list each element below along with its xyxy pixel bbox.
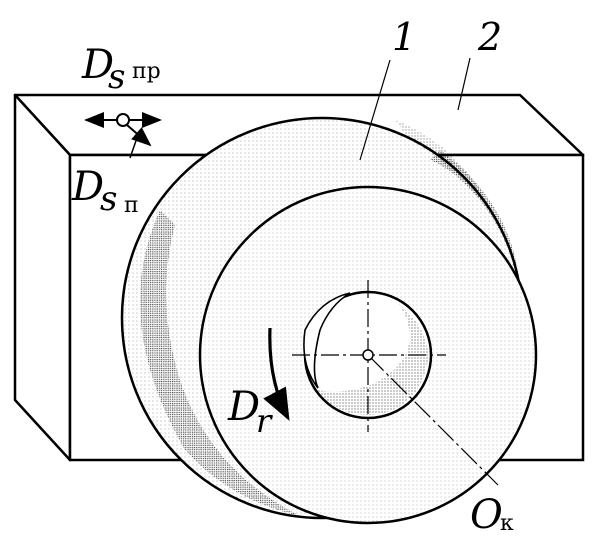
wheel-rim-shade-left (140, 210, 300, 516)
label-ds-p: D s п (71, 164, 139, 219)
label-ok: O к (470, 492, 514, 538)
svg-text:D: D (227, 384, 260, 430)
wheel-rim-shade-right (430, 150, 520, 300)
svg-text:D: D (71, 164, 104, 210)
workpiece-side-face (13, 93, 72, 462)
label-ds-pr: D s пр (81, 42, 161, 97)
workpiece-number-label: 2 (477, 15, 502, 59)
feed-origin-point (116, 113, 130, 127)
leader-line-2 (457, 57, 471, 111)
svg-text:к: к (500, 511, 514, 536)
label-dr: D r (227, 384, 273, 440)
cross-feed-arrow (126, 124, 152, 147)
svg-text:s: s (108, 57, 125, 97)
leader-line-1 (359, 59, 391, 161)
wheel-number-label: 1 (392, 15, 416, 59)
feed-arrows (84, 112, 162, 159)
rotation-arrow (263, 327, 290, 421)
grinding-wheel (120, 116, 538, 525)
axis-line-diagonal (367, 354, 499, 486)
svg-text:r: r (256, 402, 273, 440)
svg-text:D: D (81, 42, 114, 88)
svg-text:пр: пр (132, 59, 161, 84)
svg-text:s: s (100, 179, 117, 219)
wheel-center-point (362, 349, 374, 361)
svg-text:O: O (470, 492, 503, 538)
svg-text:п: п (124, 193, 139, 218)
